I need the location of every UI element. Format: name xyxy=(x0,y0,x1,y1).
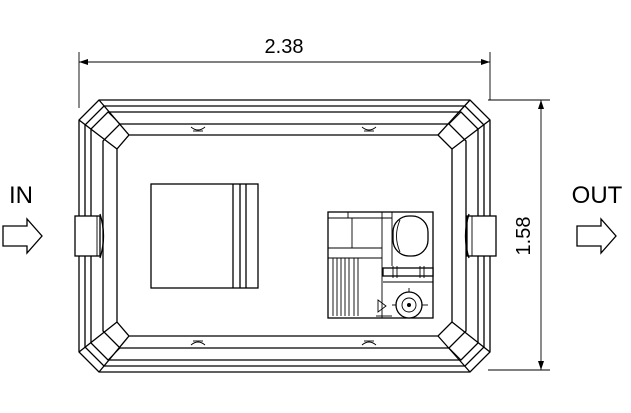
inlet-label: IN xyxy=(9,182,33,209)
outlet-arrow-icon xyxy=(576,217,617,255)
lifting-slots xyxy=(190,126,377,346)
width-dimension-label: 2.38 xyxy=(265,36,304,58)
pit-outline xyxy=(78,99,491,373)
outlet-label: OUT xyxy=(572,182,623,209)
width-dimension: 2.38 xyxy=(78,36,491,108)
height-dimension-label: 1.58 xyxy=(513,217,535,256)
outlet-indicator: OUT xyxy=(572,182,623,255)
inlet-indicator: IN xyxy=(2,182,43,255)
control-box xyxy=(150,183,259,289)
height-dimension: 1.58 xyxy=(488,99,550,371)
pump-assembly xyxy=(327,211,434,319)
inlet-pipe xyxy=(74,213,105,259)
outlet-pipe xyxy=(464,213,497,259)
inlet-arrow-icon xyxy=(2,217,43,255)
